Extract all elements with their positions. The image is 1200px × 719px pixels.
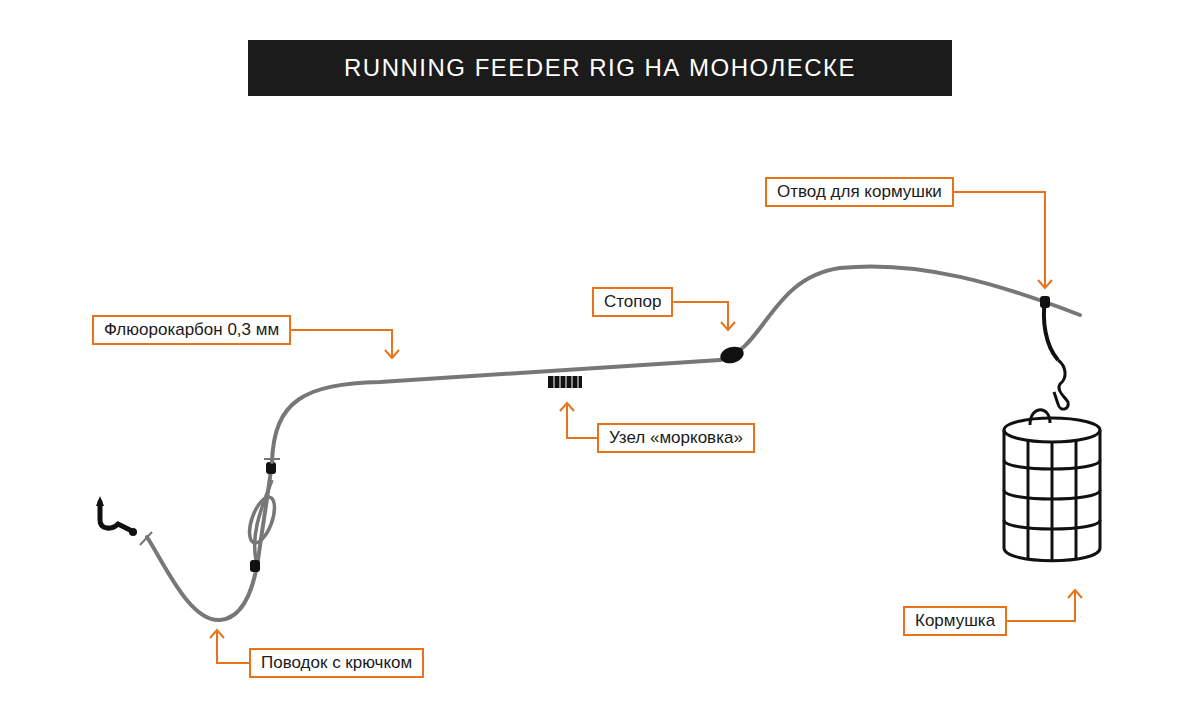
carrot-knot — [548, 376, 582, 388]
callout-box: Кормушка — [903, 606, 1007, 636]
leader-line — [1007, 592, 1075, 621]
leader-arrowhead — [1068, 590, 1082, 598]
callout-box: Отвод для кормушки — [765, 177, 954, 207]
hook-barb — [96, 496, 104, 506]
callout-label: Узел «морковка» — [609, 428, 743, 448]
knot-sleeve — [250, 560, 260, 572]
snap-clip — [1054, 360, 1068, 409]
callout-label: Поводок с крючком — [261, 653, 412, 673]
stopper — [718, 344, 745, 366]
callout-box: Поводок с крючком — [249, 648, 424, 678]
leader-line — [567, 405, 597, 438]
loop-knot — [244, 494, 279, 546]
title: RUNNING FEEDER RIG НА МОНОЛЕСКЕ — [344, 54, 856, 82]
boom-sleeve — [1040, 296, 1050, 308]
callout-label: Отвод для кормушки — [777, 182, 942, 202]
hook — [100, 502, 130, 530]
leader-arrowhead — [385, 350, 399, 358]
leader-line — [954, 192, 1045, 286]
leader-arrowhead — [560, 403, 574, 411]
knot-sleeve — [266, 462, 276, 474]
leader-line — [291, 330, 392, 356]
leader-arrowhead — [210, 630, 224, 638]
title-band: RUNNING FEEDER RIG НА МОНОЛЕСКЕ — [248, 40, 952, 96]
callout-label: Флюорокарбон 0,3 мм — [104, 320, 279, 340]
loop-knot-2 — [255, 480, 272, 560]
line-tick — [140, 532, 152, 545]
callout-label: Стопор — [604, 292, 661, 312]
hook-link-line — [147, 462, 272, 620]
feeder-cage — [1004, 410, 1100, 561]
feeder-boom — [1044, 300, 1058, 360]
callout-label: Кормушка — [915, 611, 995, 631]
carrot-knot-turns — [554, 376, 578, 388]
hook-bead — [129, 528, 137, 536]
leader-line — [673, 302, 728, 328]
main-line — [720, 266, 1080, 360]
callout-box: Флюорокарбон 0,3 мм — [92, 315, 291, 345]
callout-box: Узел «морковка» — [597, 423, 755, 453]
leader-arrowhead — [1038, 280, 1052, 288]
callout-box: Стопор — [592, 287, 673, 317]
leader-arrowhead — [721, 322, 735, 330]
